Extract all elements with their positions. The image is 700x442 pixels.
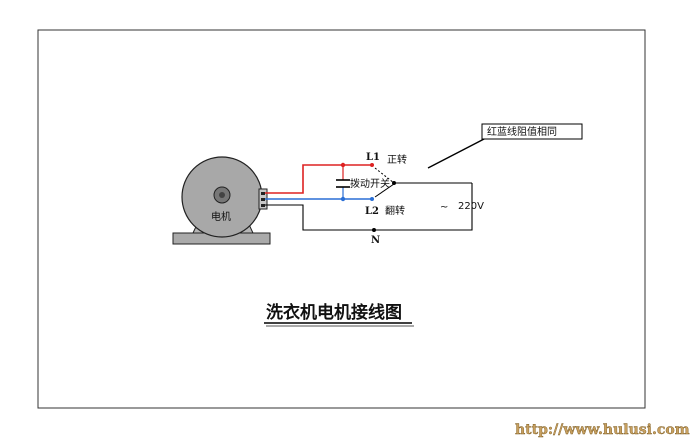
diagram-frame: [37, 29, 646, 409]
note-text: 红蓝线阻值相同: [487, 125, 557, 138]
label-forward: 正转: [387, 153, 407, 166]
terminal-n: [372, 228, 376, 232]
terminal-l2: [370, 197, 374, 201]
red-wire: [265, 164, 372, 194]
label-switch: 拨动开关: [350, 177, 390, 190]
motor-shaft-center: [219, 192, 225, 198]
label-ac-symbol: ~: [440, 202, 448, 213]
motor-label: 电机: [211, 210, 231, 223]
switch-blade-reverse: [374, 183, 395, 198]
label-l2: L2: [365, 206, 379, 217]
diagram-title: 洗衣机电机接线图: [266, 302, 402, 323]
label-reverse: 翻转: [385, 204, 405, 217]
junction-red: [340, 162, 346, 168]
switch-blade-forward: [374, 167, 395, 184]
label-n: N: [371, 235, 380, 246]
terminal-pin-3: [261, 204, 265, 207]
label-voltage: 220V: [458, 201, 484, 212]
neutral-wire: [265, 183, 473, 231]
terminal-pin-1: [261, 192, 265, 195]
watermark: http://www.hulusi.com: [515, 422, 690, 438]
note-box: [481, 123, 583, 140]
junction-blue: [340, 196, 346, 202]
terminal-l1: [370, 163, 374, 167]
label-l1: L1: [366, 152, 380, 163]
note-arrow: [427, 137, 487, 169]
terminal-pin-2: [261, 198, 265, 201]
